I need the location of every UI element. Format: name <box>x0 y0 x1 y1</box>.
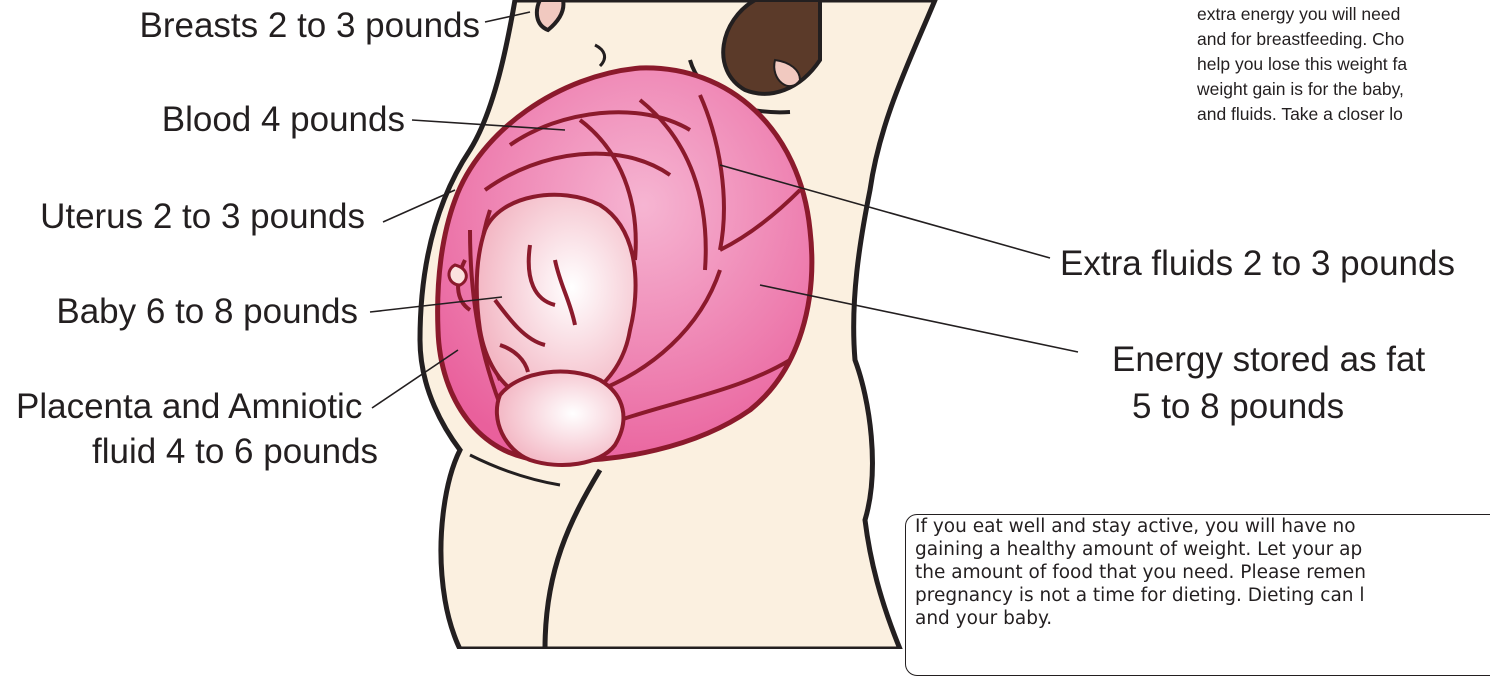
label-placenta-line2: fluid 4 to 6 pounds <box>92 432 378 472</box>
label-energy-fat-line2: 5 to 8 pounds <box>1132 387 1344 427</box>
note-line: the amount of food that you need. Please… <box>915 561 1366 584</box>
label-uterus: Uterus 2 to 3 pounds <box>20 197 365 237</box>
note-line: If you eat well and stay active, you wil… <box>915 515 1366 538</box>
body-paragraph: extra energy you will need and for breas… <box>1197 2 1407 127</box>
body-line: and for breastfeeding. Cho <box>1197 27 1407 52</box>
body-line: weight gain is for the baby, <box>1197 77 1407 102</box>
fetal-hand <box>449 265 466 285</box>
note-paragraph: If you eat well and stay active, you wil… <box>915 515 1366 630</box>
note-line: pregnancy is not a time for dieting. Die… <box>915 584 1366 607</box>
label-blood: Blood 4 pounds <box>60 100 405 140</box>
label-baby: Baby 6 to 8 pounds <box>20 292 358 332</box>
label-placenta-line1: Placenta and Amniotic <box>16 387 362 427</box>
body-line: help you lose this weight fa <box>1197 52 1407 77</box>
label-energy-fat-line1: Energy stored as fat <box>1112 340 1425 380</box>
note-line: gaining a healthy amount of weight. Let … <box>915 538 1366 561</box>
baby-head <box>497 372 624 465</box>
label-breasts: Breasts 2 to 3 pounds <box>60 6 480 46</box>
body-line: and fluids. Take a closer lo <box>1197 102 1407 127</box>
body-line: extra energy you will need <box>1197 2 1407 27</box>
note-line: and your baby. <box>915 607 1366 630</box>
label-extra-fluids: Extra fluids 2 to 3 pounds <box>1060 244 1455 284</box>
